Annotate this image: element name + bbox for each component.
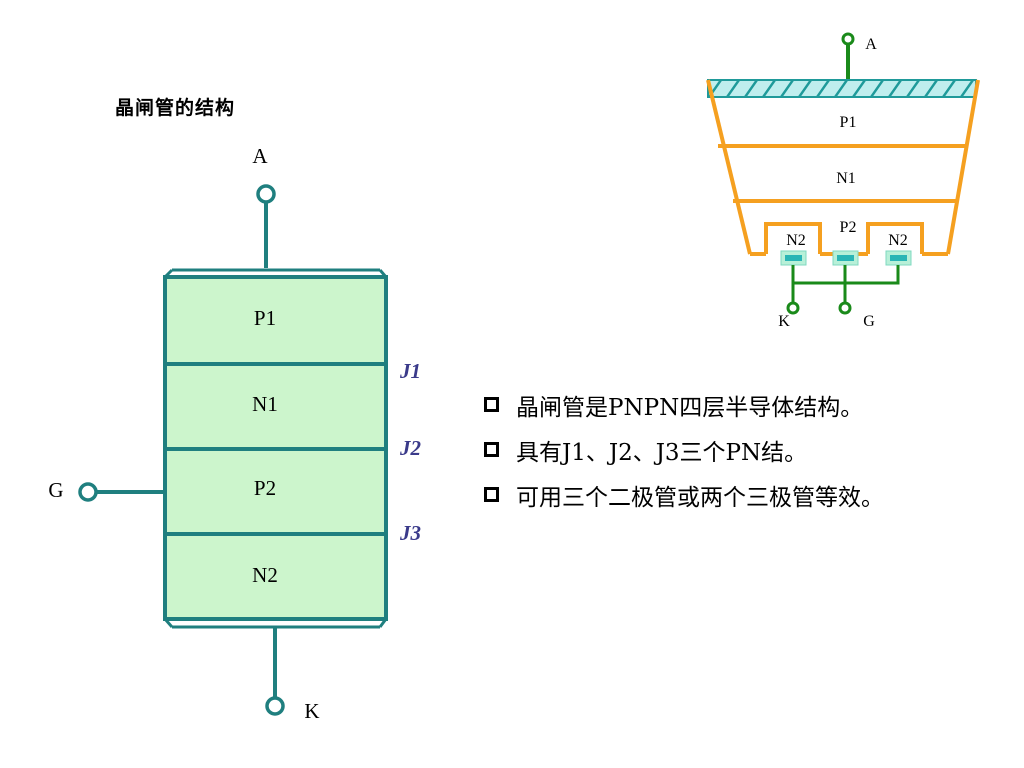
bullet-item: 晶闸管是PNPN四层半导体结构。 <box>484 382 884 427</box>
bottom-cap-left-bevel <box>163 618 174 628</box>
gate-terminal <box>78 482 98 502</box>
square-bullet-icon <box>484 487 499 502</box>
junction-label-j1: J1 <box>399 359 421 383</box>
anode-terminal <box>256 184 276 204</box>
layer-label-n2: N2 <box>252 563 278 587</box>
bullet-item: 可用三个二极管或两个三极管等效。 <box>484 472 884 517</box>
rd-cathode-label: K <box>778 313 790 330</box>
anode-label: A <box>252 144 268 168</box>
bullet-item: 具有J1、J2、J3三个PN结。 <box>484 427 884 472</box>
layer-label-p1: P1 <box>254 306 276 330</box>
bullet-text: 可用三个二极管或两个三极管等效。 <box>516 484 884 511</box>
rd-anode-label: A <box>865 36 877 53</box>
square-bullet-icon <box>484 397 499 412</box>
gate-label: G <box>48 478 63 502</box>
rd-cathode-terminal <box>786 301 800 315</box>
right-cross-section-diagram: A P1 N1 P2 N2 N2 K G <box>706 32 980 330</box>
layer-label-p2: P2 <box>254 476 276 500</box>
cathode-terminal <box>265 696 285 716</box>
rd-right-edge <box>946 79 980 255</box>
rd-label-p1: P1 <box>840 114 857 131</box>
rd-cathode-contact-left-inner <box>785 255 802 261</box>
rd-left-edge <box>706 79 752 255</box>
left-structure-diagram: A P1 N1 P2 N2 J1 J2 J3 G K <box>48 144 421 723</box>
rd-gate-contact-inner <box>837 255 854 261</box>
rd-n2-right-well <box>866 222 924 254</box>
rd-gate-terminal <box>838 301 852 315</box>
rd-n2-left-well <box>764 222 822 254</box>
rd-cathode-contact-right-inner <box>890 255 907 261</box>
top-cap-left-bevel <box>163 268 174 279</box>
rd-label-p2: P2 <box>840 219 857 236</box>
layer-label-n1: N1 <box>252 392 278 416</box>
page-title: 晶闸管的结构 <box>115 97 236 119</box>
bullet-text: 具有J1、J2、J3三个PN结。 <box>516 439 808 466</box>
rd-label-n2-right: N2 <box>888 232 908 249</box>
bullet-text: 晶闸管是PNPN四层半导体结构。 <box>516 394 864 421</box>
junction-label-j3: J3 <box>399 521 421 545</box>
bottom-cap-right-bevel <box>378 618 388 628</box>
rd-label-n1: N1 <box>836 170 856 187</box>
rd-anode-terminal <box>841 32 855 46</box>
bullet-list: 晶闸管是PNPN四层半导体结构。 具有J1、J2、J3三个PN结。 可用三个二极… <box>484 382 884 517</box>
rd-label-n2-left: N2 <box>786 232 806 249</box>
cathode-label: K <box>304 699 319 723</box>
junction-label-j2: J2 <box>399 436 422 460</box>
square-bullet-icon <box>484 442 499 457</box>
rd-anode-metal-contact <box>707 79 977 98</box>
top-cap-right-bevel <box>378 269 388 278</box>
rd-gate-label: G <box>863 313 875 330</box>
